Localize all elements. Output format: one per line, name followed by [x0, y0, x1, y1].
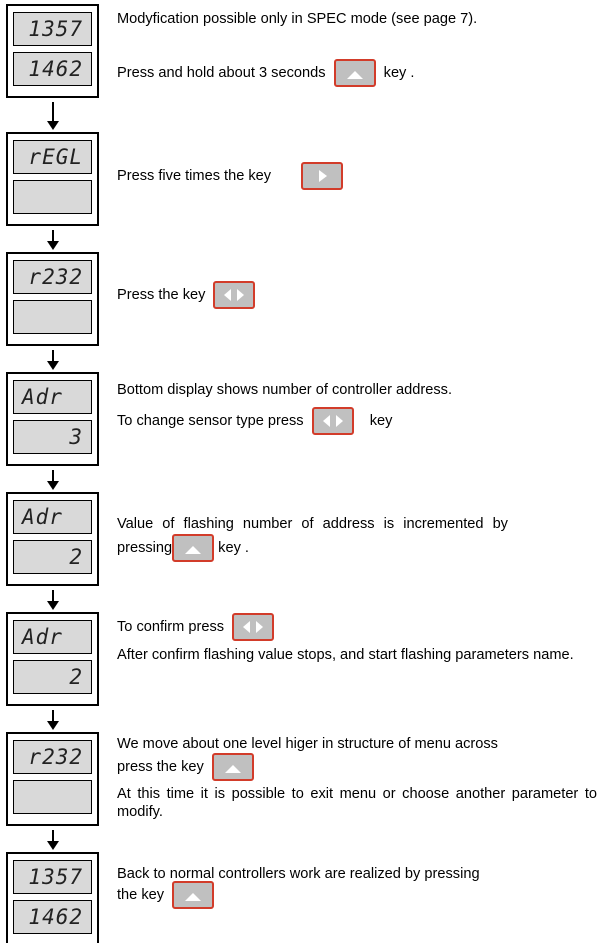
controller-display: r232 — [6, 252, 99, 346]
up-arrow-icon — [224, 765, 241, 774]
flow-connector — [52, 470, 54, 482]
flow-connector — [52, 102, 54, 122]
flow-connector — [52, 350, 54, 362]
step-text-with-key: Press five times the key — [117, 161, 602, 191]
bottom-display: 2 — [13, 540, 92, 574]
step-text-with-key: To confirm press — [117, 612, 602, 642]
top-display-value: 1357 — [28, 865, 83, 889]
top-display-value: rEGL — [28, 145, 83, 169]
up-arrow-key[interactable] — [333, 59, 376, 88]
step-text: Press five times the key — [117, 168, 272, 184]
bottom-display-value: 1462 — [28, 905, 83, 929]
up-arrow-key[interactable] — [172, 881, 215, 910]
left-right-arrow-key[interactable] — [311, 407, 354, 436]
left-right-arrow-icon — [243, 621, 264, 634]
bottom-display: 3 — [13, 420, 92, 454]
step-text: pressing — [117, 540, 173, 556]
up-arrow-key[interactable] — [172, 534, 215, 563]
step-text: At this time it is possible to exit menu… — [117, 786, 597, 820]
step-text: Modyfication possible only in SPEC mode … — [117, 11, 478, 27]
top-display: Adr — [13, 380, 92, 414]
step-text-with-key: Press and hold about 3 seconds key . — [117, 58, 602, 88]
bottom-display — [13, 180, 92, 214]
top-display: 1357 — [13, 12, 92, 46]
controller-display: Adr 2 — [6, 612, 99, 706]
left-right-arrow-key[interactable] — [232, 613, 275, 642]
step-text-with-key: To change sensor type press key — [117, 406, 602, 436]
step-text: key . — [383, 65, 415, 81]
top-display: Adr — [13, 620, 92, 654]
left-right-arrow-icon — [322, 415, 343, 428]
step-text: key . — [218, 540, 249, 556]
flow-connector — [52, 830, 54, 842]
down-arrow-icon — [47, 121, 59, 130]
down-arrow-icon — [47, 601, 59, 610]
bottom-display-value: 3 — [69, 425, 83, 449]
top-display-value: Adr — [22, 385, 63, 409]
up-arrow-key[interactable] — [211, 753, 254, 782]
step-text: Press and hold about 3 seconds — [117, 65, 326, 81]
top-display-value: r232 — [28, 265, 83, 289]
top-display: rEGL — [13, 140, 92, 174]
flow-connector — [52, 230, 54, 242]
bottom-display: 1462 — [13, 52, 92, 86]
step-text: We move about one level higer in structu… — [117, 736, 498, 752]
right-arrow-key[interactable] — [301, 162, 344, 191]
left-right-arrow-icon — [224, 289, 245, 302]
controller-display: 1357 1462 — [6, 852, 99, 943]
up-arrow-icon — [346, 71, 363, 80]
controller-display: r232 — [6, 732, 99, 826]
top-display: r232 — [13, 740, 92, 774]
step-text: press the key — [117, 759, 204, 775]
right-arrow-icon — [319, 170, 328, 183]
top-display-value: Adr — [22, 625, 63, 649]
step-text: To change sensor type press — [117, 413, 304, 429]
top-display-value: Adr — [22, 505, 63, 529]
step-text: the key — [117, 887, 165, 903]
step-text: Value of flashing number of address is i… — [117, 516, 508, 532]
flow-connector — [52, 590, 54, 602]
down-arrow-icon — [47, 481, 59, 490]
bottom-display: 1462 — [13, 900, 92, 934]
controller-display: Adr 3 — [6, 372, 99, 466]
top-display: 1357 — [13, 860, 92, 894]
controller-display: 1357 1462 — [6, 4, 99, 98]
controller-display: Adr 2 — [6, 492, 99, 586]
flow-connector — [52, 710, 54, 722]
step-text-with-key: press the key — [117, 752, 602, 782]
left-right-arrow-key[interactable] — [213, 281, 256, 310]
step-text: After confirm flashing value stops, and … — [117, 647, 574, 663]
bottom-display-value: 1462 — [28, 57, 83, 81]
controller-display: rEGL — [6, 132, 99, 226]
down-arrow-icon — [47, 721, 59, 730]
step-text: key — [369, 413, 393, 429]
step-text-with-key: the key — [117, 880, 602, 910]
step-text: To confirm press — [117, 619, 225, 635]
down-arrow-icon — [47, 841, 59, 850]
down-arrow-icon — [47, 241, 59, 250]
step-text-with-key: Press the key — [117, 280, 602, 310]
top-display-value: 1357 — [28, 17, 83, 41]
down-arrow-icon — [47, 361, 59, 370]
step-text: Bottom display shows number of controlle… — [117, 382, 453, 398]
step-text-with-key: pressing key . — [117, 533, 602, 563]
bottom-display — [13, 780, 92, 814]
top-display-value: r232 — [28, 745, 83, 769]
bottom-display-value: 2 — [69, 545, 83, 569]
bottom-display: 2 — [13, 660, 92, 694]
bottom-display — [13, 300, 92, 334]
step-text: Back to normal controllers work are real… — [117, 866, 480, 882]
up-arrow-icon — [185, 893, 202, 902]
step-text: Press the key — [117, 287, 206, 303]
top-display: Adr — [13, 500, 92, 534]
up-arrow-icon — [185, 546, 202, 555]
top-display: r232 — [13, 260, 92, 294]
bottom-display-value: 2 — [69, 665, 83, 689]
